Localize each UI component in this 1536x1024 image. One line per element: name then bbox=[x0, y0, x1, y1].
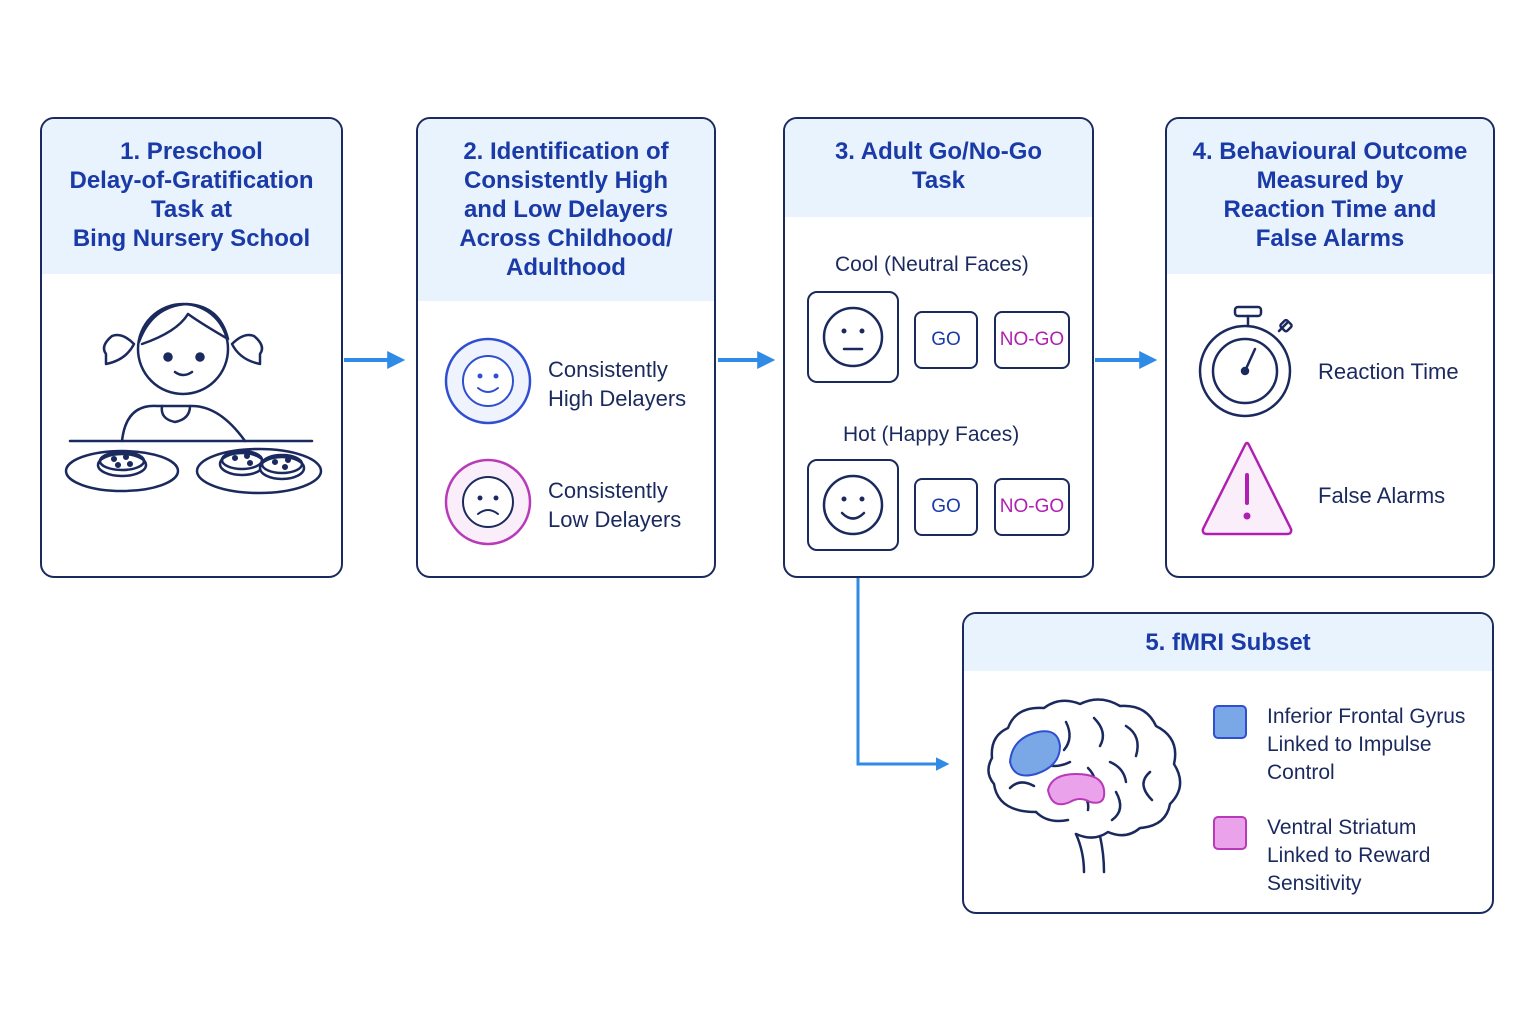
ifg-swatch bbox=[1213, 705, 1247, 739]
step5-box: 5. fMRI Subset Inferior Frontal Gyrus Li… bbox=[962, 612, 1494, 914]
step2-box: 2. Identification of Consistently High a… bbox=[416, 117, 716, 578]
step2-title: 2. Identification of Consistently High a… bbox=[418, 119, 714, 301]
stopwatch-icon bbox=[1198, 305, 1293, 418]
cool-go-label: GO bbox=[914, 311, 978, 369]
hot-label: Hot (Happy Faces) bbox=[843, 423, 1020, 446]
happy-face-icon bbox=[822, 474, 884, 536]
warning-triangle-icon bbox=[1201, 441, 1293, 536]
step1-title: 1. Preschool Delay-of-Gratification Task… bbox=[42, 119, 341, 274]
step4-title: 4. Behavioural Outcome Measured by React… bbox=[1167, 119, 1493, 274]
arrow-3-to-5 bbox=[856, 578, 950, 771]
hot-go-label: GO bbox=[914, 478, 978, 536]
step5-title: 5. fMRI Subset bbox=[964, 614, 1492, 671]
reaction-time-label: Reaction Time bbox=[1318, 359, 1459, 384]
high-delayers-label: Consistently High Delayers bbox=[548, 357, 687, 411]
step3-title: 3. Adult Go/No-Go Task bbox=[785, 119, 1092, 217]
hot-nogo-label: NO-GO bbox=[994, 478, 1070, 536]
brain-icon bbox=[987, 698, 1182, 874]
neutral-face-box bbox=[807, 291, 899, 383]
step1-box: 1. Preschool Delay-of-Gratification Task… bbox=[40, 117, 343, 578]
striatum-swatch bbox=[1213, 816, 1247, 850]
striatum-label: Ventral Striatum Linked to Reward Sensit… bbox=[1267, 816, 1431, 895]
step3-box: 3. Adult Go/No-Go Task Cool (Neutral Fac… bbox=[783, 117, 1094, 578]
child-with-cookies-icon bbox=[64, 302, 323, 495]
ifg-label: Inferior Frontal Gyrus Linked to Impulse… bbox=[1267, 705, 1466, 784]
high-delayer-smile-icon bbox=[444, 337, 532, 425]
happy-face-box bbox=[807, 459, 899, 551]
neutral-face-icon bbox=[822, 306, 884, 368]
low-delayers-label: Consistently Low Delayers bbox=[548, 478, 682, 532]
inferior-frontal-gyrus-region bbox=[1008, 730, 1062, 777]
ventral-striatum-region bbox=[1046, 772, 1106, 806]
step4-box: 4. Behavioural Outcome Measured by React… bbox=[1165, 117, 1495, 578]
cool-label: Cool (Neutral Faces) bbox=[835, 253, 1029, 276]
low-delayer-frown-icon bbox=[444, 458, 532, 546]
false-alarms-label: False Alarms bbox=[1318, 483, 1446, 508]
cool-nogo-label: NO-GO bbox=[994, 311, 1070, 369]
